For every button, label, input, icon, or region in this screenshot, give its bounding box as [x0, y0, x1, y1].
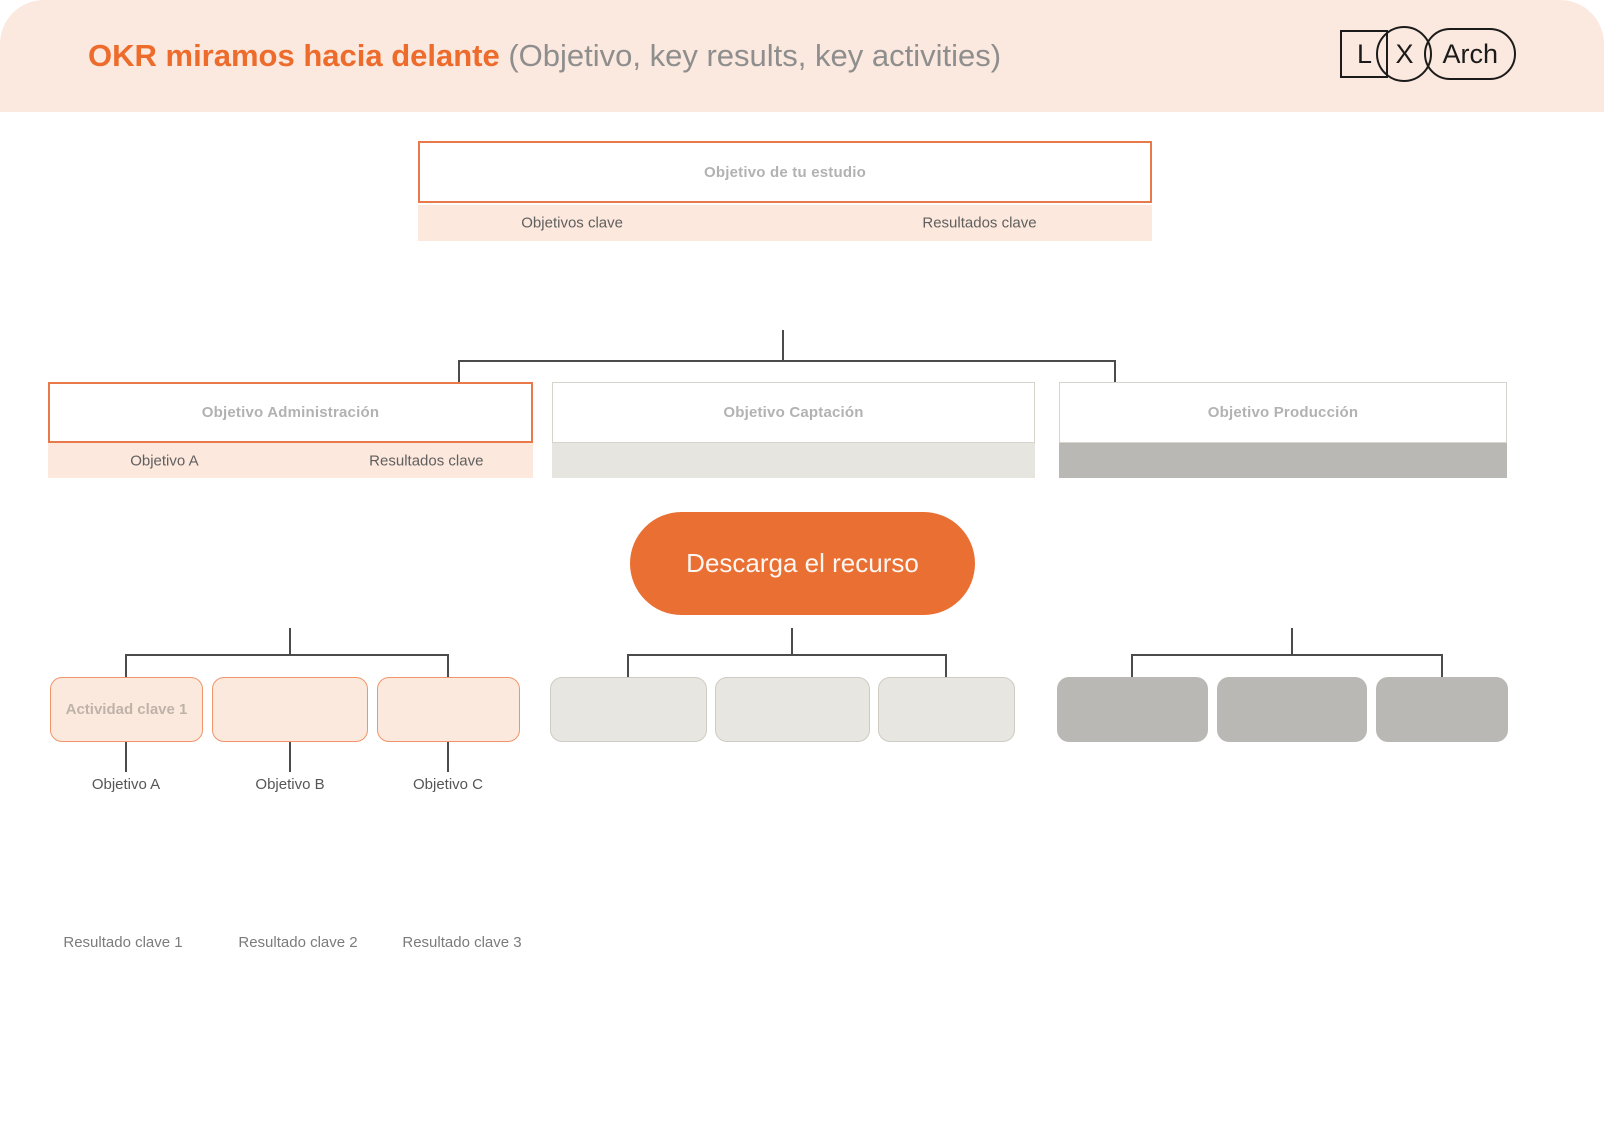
root-strip-left-label: Objetivos clave	[521, 214, 623, 232]
activity-box-3	[377, 677, 520, 742]
page-title-subtitle: (Objetivo, key results, key activities)	[499, 38, 1002, 73]
connector-root-stub-left	[458, 360, 460, 382]
connector-group1-stub-right	[447, 654, 449, 678]
logo-letter-x: X	[1376, 26, 1433, 82]
download-resource-button[interactable]: Descarga el recurso	[630, 512, 975, 615]
strip-administracion-left-label: Objetivo A	[130, 452, 199, 469]
connector-group1-stub-left	[125, 654, 127, 678]
activity-box-5	[715, 677, 870, 742]
activity-box-2	[212, 677, 368, 742]
activity-box-8	[1217, 677, 1367, 742]
header: OKR miramos hacia delante (Objetivo, key…	[0, 0, 1604, 112]
label-resultado-clave-1: Resultado clave 1	[63, 934, 183, 951]
objective-box-captacion: Objetivo Captación	[552, 382, 1035, 443]
lxarch-logo: L X Arch	[1340, 26, 1516, 82]
page-title-strong: OKR miramos hacia delante	[88, 38, 500, 73]
strip-produccion	[1059, 443, 1507, 478]
connector-group1-horizontal	[125, 654, 449, 656]
connector-group2-vertical	[791, 628, 793, 656]
connector-objB-stub	[289, 742, 291, 772]
connector-root-vertical	[782, 330, 784, 362]
strip-captacion	[552, 443, 1035, 478]
root-strip-right-label: Resultados clave	[922, 214, 1037, 232]
connector-group3-horizontal	[1131, 654, 1443, 656]
objective-produccion-title: Objetivo Producción	[1207, 404, 1359, 421]
label-objetivo-c: Objetivo C	[412, 776, 484, 793]
connector-group3-stub-right	[1441, 654, 1443, 678]
connector-group2-stub-left	[627, 654, 629, 678]
connector-group1-vertical	[289, 628, 291, 656]
connector-group3-stub-left	[1131, 654, 1133, 678]
label-resultado-clave-3: Resultado clave 3	[402, 934, 522, 951]
connector-group2-stub-right	[945, 654, 947, 678]
label-objetivo-a: Objetivo A	[91, 776, 161, 793]
activity-box-6	[878, 677, 1015, 742]
activity-box-9	[1376, 677, 1508, 742]
activity-box-7	[1057, 677, 1208, 742]
connector-root-horizontal	[458, 360, 1116, 362]
objective-captacion-title: Objetivo Captación	[723, 404, 864, 421]
connector-group3-vertical	[1291, 628, 1293, 656]
activity-box-1: Actividad clave 1	[50, 677, 203, 742]
root-objective-strip: Objetivos clave Resultados clave	[418, 205, 1152, 241]
objective-box-produccion: Objetivo Producción	[1059, 382, 1507, 443]
strip-administracion-right-label: Resultados clave	[369, 452, 484, 469]
label-resultado-clave-2: Resultado clave 2	[238, 934, 358, 951]
connector-objC-stub	[447, 742, 449, 772]
objective-box-administracion: Objetivo Administración	[48, 382, 533, 443]
connector-group2-horizontal	[627, 654, 947, 656]
objective-administracion-title: Objetivo Administración	[201, 404, 380, 421]
connector-root-stub-right	[1114, 360, 1116, 382]
connector-objA-stub	[125, 742, 127, 772]
root-objective-title: Objetivo de tu estudio	[704, 163, 866, 181]
strip-administracion: Objetivo A Resultados clave	[48, 443, 533, 478]
label-objetivo-b: Objetivo B	[255, 776, 325, 793]
root-objective-box: Objetivo de tu estudio	[418, 141, 1152, 203]
logo-word-arch: Arch	[1424, 28, 1516, 80]
activity-box-4	[550, 677, 707, 742]
page-title: OKR miramos hacia delante (Objetivo, key…	[88, 38, 1001, 74]
activity-box-1-label: Actividad clave 1	[65, 701, 188, 718]
